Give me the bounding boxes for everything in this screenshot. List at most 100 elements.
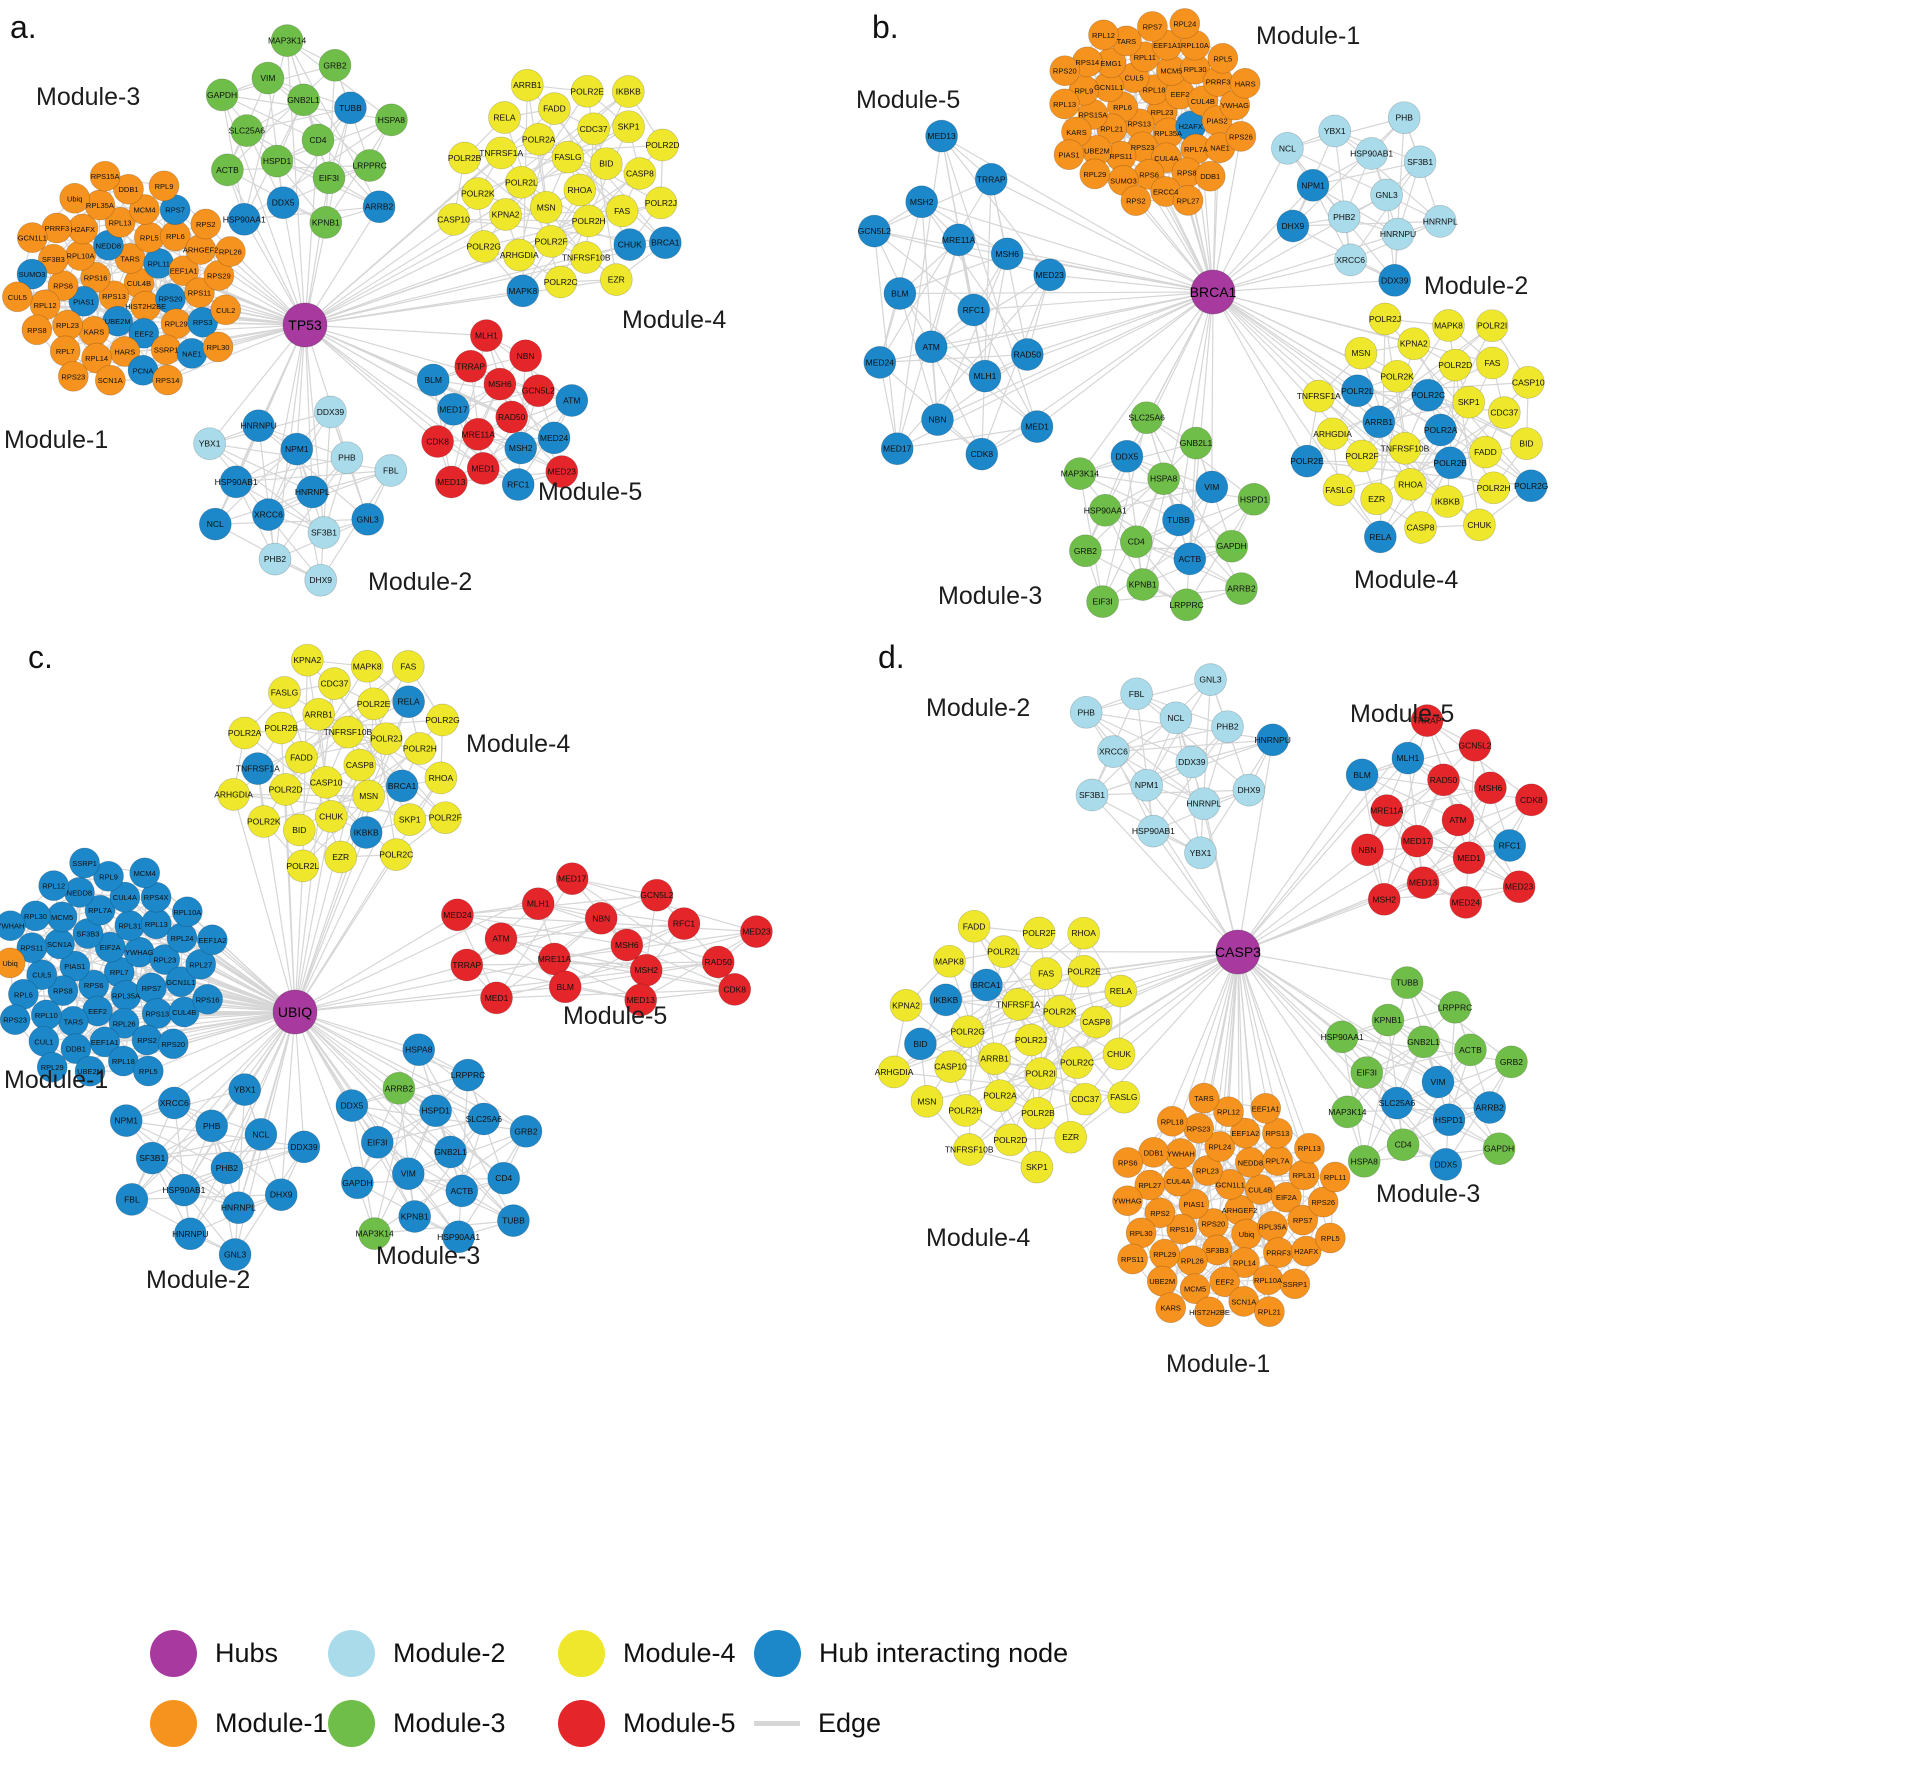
node-Ubiq[interactable] xyxy=(0,947,26,979)
node-RPL13[interactable] xyxy=(104,207,136,238)
node-GNL3[interactable] xyxy=(351,502,385,536)
node-GNB2L1[interactable] xyxy=(1407,1025,1440,1059)
node-CDC37[interactable] xyxy=(1068,1082,1102,1116)
node-PIAS1[interactable] xyxy=(59,950,91,982)
node-DHX9[interactable] xyxy=(304,563,338,597)
node-RAD50[interactable] xyxy=(495,400,529,434)
node-BID[interactable] xyxy=(282,813,316,847)
node-NPM1[interactable] xyxy=(109,1104,143,1137)
node-RPL14[interactable] xyxy=(81,342,112,374)
node-BLM[interactable] xyxy=(416,363,450,397)
node-KPNB1[interactable] xyxy=(1371,1003,1405,1037)
node-CDK8[interactable] xyxy=(1515,783,1548,817)
node-POLR2B[interactable] xyxy=(448,141,481,175)
node-BRCA1[interactable] xyxy=(970,968,1003,1002)
node-CD4[interactable] xyxy=(1119,525,1153,559)
node-RELA[interactable] xyxy=(1104,974,1138,1008)
node-EEF1A2[interactable] xyxy=(196,924,228,956)
node-POLR2A[interactable] xyxy=(1424,413,1457,447)
node-CHUK[interactable] xyxy=(1463,508,1496,542)
node-PHB2[interactable] xyxy=(1327,200,1361,234)
node-POLR2F[interactable] xyxy=(1022,916,1056,950)
node-RPL5[interactable] xyxy=(132,1055,164,1087)
node-LRPPRC[interactable] xyxy=(353,149,387,182)
node-BLM[interactable] xyxy=(548,970,582,1004)
node-ARHGDIA[interactable] xyxy=(1316,417,1349,451)
node-IKBKB[interactable] xyxy=(349,816,383,849)
node-EIF3I[interactable] xyxy=(312,161,346,195)
node-MED23[interactable] xyxy=(545,455,579,488)
node-MED24[interactable] xyxy=(537,421,571,455)
node-POLR2H[interactable] xyxy=(949,1094,982,1127)
node-DDX39[interactable] xyxy=(1378,263,1412,297)
node-RPS16[interactable] xyxy=(1166,1213,1198,1245)
node-POLR2F[interactable] xyxy=(1345,439,1379,473)
node-RPL5[interactable] xyxy=(1314,1222,1346,1254)
node-ATM[interactable] xyxy=(555,384,589,417)
node-DDX39[interactable] xyxy=(287,1130,321,1164)
node-LRPPRC[interactable] xyxy=(1170,588,1203,622)
node-SF3B1[interactable] xyxy=(307,516,341,549)
node-HNRNPU[interactable] xyxy=(173,1217,207,1251)
node-POLR2E[interactable] xyxy=(570,74,604,108)
node-MRE11A[interactable] xyxy=(461,417,495,451)
node-NCL[interactable] xyxy=(244,1118,278,1151)
node-GNL3[interactable] xyxy=(218,1238,252,1271)
node-RPL11[interactable] xyxy=(1319,1161,1351,1193)
node-GAPDH[interactable] xyxy=(1215,529,1249,563)
node-RPL9[interactable] xyxy=(148,170,180,202)
node-RELA[interactable] xyxy=(488,101,521,134)
node-FBL[interactable] xyxy=(1120,677,1153,711)
node-GNL3[interactable] xyxy=(1194,663,1227,696)
node-NPM1[interactable] xyxy=(280,432,314,466)
node-XRCC6[interactable] xyxy=(1097,735,1130,768)
node-XRCC6[interactable] xyxy=(157,1086,191,1120)
hub-BRCA1[interactable] xyxy=(1190,269,1236,315)
node-MAP3K14[interactable] xyxy=(1063,457,1097,490)
node-CASP8[interactable] xyxy=(343,748,377,782)
node-EZR[interactable] xyxy=(599,263,633,296)
node-GAPDH[interactable] xyxy=(205,78,239,112)
node-IKBKB[interactable] xyxy=(1431,485,1464,518)
node-PHB[interactable] xyxy=(1069,695,1103,729)
node-POLR2K[interactable] xyxy=(247,805,281,838)
node-RPS8[interactable] xyxy=(21,314,53,346)
node-RPL13[interactable] xyxy=(1049,88,1080,120)
node-FAS[interactable] xyxy=(391,650,425,683)
node-HSP90AA1[interactable] xyxy=(1088,493,1122,527)
node-GCN5L2[interactable] xyxy=(521,374,555,408)
node-POLR2J[interactable] xyxy=(369,722,403,756)
node-MCM4[interactable] xyxy=(129,194,160,225)
node-SLC25A6[interactable] xyxy=(467,1102,501,1136)
node-MRE11A[interactable] xyxy=(1370,794,1404,827)
node-MED17[interactable] xyxy=(1400,824,1434,858)
node-TRRAP[interactable] xyxy=(1410,704,1444,737)
hub-CASP3[interactable] xyxy=(1215,929,1261,975)
node-CUL5[interactable] xyxy=(26,959,58,991)
node-EEF1A1[interactable] xyxy=(168,255,200,287)
node-TRRAP[interactable] xyxy=(450,948,484,982)
node-EIF2A[interactable] xyxy=(1271,1181,1302,1213)
node-RHOA[interactable] xyxy=(563,173,597,207)
node-BLM[interactable] xyxy=(1345,758,1379,792)
node-MLH1[interactable] xyxy=(470,319,503,352)
node-DDX5[interactable] xyxy=(1110,439,1144,473)
node-POLR2B[interactable] xyxy=(264,711,298,745)
node-EIF3I[interactable] xyxy=(360,1125,394,1159)
node-BID[interactable] xyxy=(1510,427,1543,461)
node-MSH2[interactable] xyxy=(1367,882,1401,916)
node-RPL18[interactable] xyxy=(1156,1105,1188,1137)
node-NPM1[interactable] xyxy=(1130,768,1164,802)
node-MCM5[interactable] xyxy=(1179,1273,1211,1305)
node-DDX5[interactable] xyxy=(335,1089,369,1122)
node-MED24[interactable] xyxy=(1449,886,1483,919)
node-UBE2M[interactable] xyxy=(74,1055,106,1087)
node-ATM[interactable] xyxy=(914,330,948,364)
node-POLR2F[interactable] xyxy=(428,801,462,835)
node-SKP1[interactable] xyxy=(612,110,645,144)
node-NCL[interactable] xyxy=(198,507,232,541)
node-PHB[interactable] xyxy=(330,441,364,475)
node-ARHGDIA[interactable] xyxy=(877,1055,911,1089)
node-ATM[interactable] xyxy=(484,922,518,956)
node-HSPD1[interactable] xyxy=(1432,1103,1466,1137)
